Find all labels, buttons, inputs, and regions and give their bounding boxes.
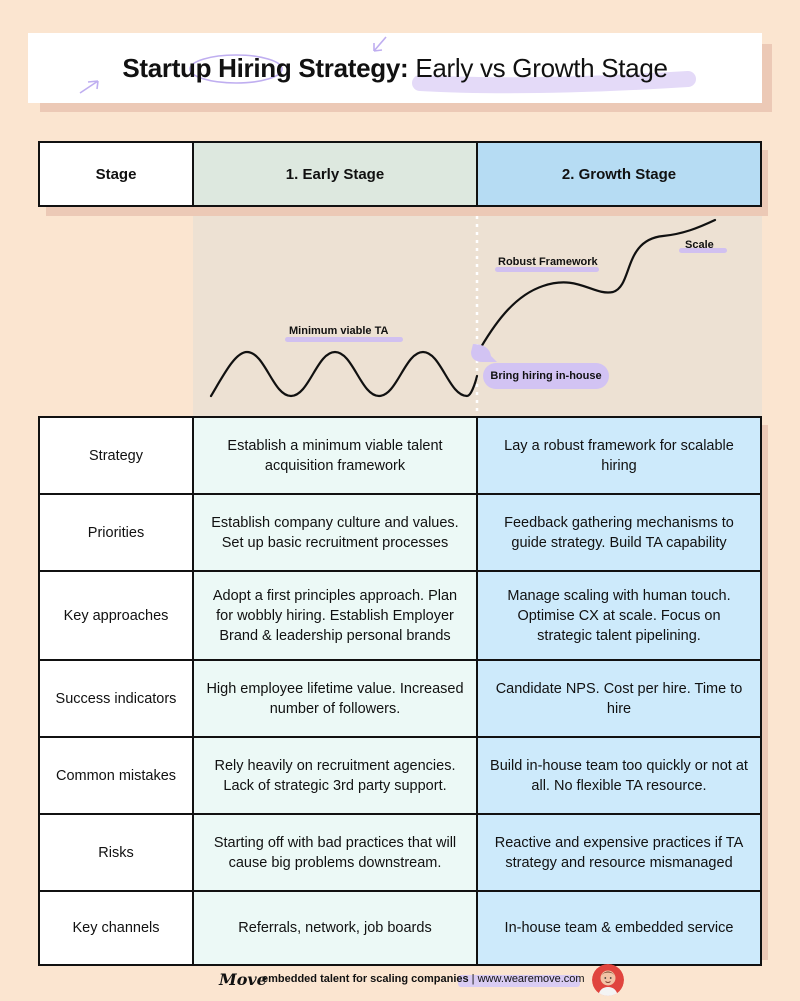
- growth-curve-illustration: Minimum viable TA Robust Framework Scale…: [193, 216, 762, 416]
- row-label: Common mistakes: [40, 738, 194, 813]
- table-row: Strategy Establish a minimum viable tale…: [40, 418, 760, 495]
- row-label: Key channels: [40, 892, 194, 964]
- tagline-text: embedded talent for scaling companies: [262, 973, 469, 985]
- growth-cell: Lay a robust framework for scalable hiri…: [478, 418, 760, 493]
- table-row: Risks Starting off with bad practices th…: [40, 815, 760, 892]
- growth-line: [475, 218, 717, 356]
- footer-tagline: embedded talent for scaling companies | …: [262, 973, 585, 985]
- early-cell: Rely heavily on recruitment agencies. La…: [194, 738, 478, 813]
- title-decoration: [79, 36, 696, 94]
- row-label: Risks: [40, 815, 194, 890]
- early-cell: Establish company culture and values. Se…: [194, 495, 478, 570]
- robust-highlight: [495, 267, 599, 272]
- comparison-table: Strategy Establish a minimum viable tale…: [38, 416, 762, 966]
- header-stage: Stage: [40, 143, 194, 205]
- row-label: Strategy: [40, 418, 194, 493]
- row-label: Priorities: [40, 495, 194, 570]
- table-row: Key approaches Adopt a first principles …: [40, 572, 760, 661]
- wave-line: [209, 350, 479, 398]
- early-cell: Establish a minimum viable talent acquis…: [194, 418, 478, 493]
- label-scale: Scale: [685, 239, 714, 251]
- early-cell: Adopt a first principles approach. Plan …: [194, 572, 478, 659]
- header-growth-stage: 2. Growth Stage: [478, 143, 760, 205]
- growth-cell: Candidate NPS. Cost per hire. Time to hi…: [478, 661, 760, 736]
- early-cell: Starting off with bad practices that wil…: [194, 815, 478, 890]
- growth-cell: Manage scaling with human touch. Optimis…: [478, 572, 760, 659]
- table-row: Key channels Referrals, network, job boa…: [40, 892, 760, 964]
- move-logo: Move: [219, 970, 267, 989]
- growth-cell: In-house team & embedded service: [478, 892, 760, 964]
- growth-cell: Reactive and expensive practices if TA s…: [478, 815, 760, 890]
- footer: Move embedded talent for scaling compani…: [0, 960, 800, 1001]
- table-row: Priorities Establish company culture and…: [40, 495, 760, 572]
- person-avatar-icon: [592, 964, 624, 996]
- website-link[interactable]: www.wearemove.com: [477, 973, 585, 985]
- row-label: Success indicators: [40, 661, 194, 736]
- title-bold-part: Startup Hiring Strategy:: [122, 52, 409, 83]
- table-row: Success indicators High employee lifetim…: [40, 661, 760, 738]
- row-label: Key approaches: [40, 572, 194, 659]
- growth-cell: Build in-house team too quickly or not a…: [478, 738, 760, 813]
- tagline-separator: |: [468, 973, 478, 985]
- title-light-part: Early vs Growth Stage: [415, 52, 668, 83]
- title-card: Startup Hiring Strategy: Early vs Growth…: [28, 33, 762, 103]
- header-early-stage: 1. Early Stage: [194, 143, 478, 205]
- bring-hiring-in-house-badge: Bring hiring in-house: [483, 363, 609, 389]
- scale-highlight: [679, 248, 727, 253]
- growth-curve-svg: [209, 216, 717, 416]
- page-title: Startup Hiring Strategy: Early vs Growth…: [122, 52, 668, 84]
- early-cell: Referrals, network, job boards: [194, 892, 478, 964]
- avatar: [592, 964, 624, 996]
- label-min-viable: Minimum viable TA: [289, 325, 389, 337]
- early-cell: High employee lifetime value. Increased …: [194, 661, 478, 736]
- growth-cell: Feedback gathering mechanisms to guide s…: [478, 495, 760, 570]
- min-viable-highlight: [285, 337, 403, 342]
- label-robust-framework: Robust Framework: [498, 256, 598, 268]
- handover-marker: [471, 344, 497, 362]
- table-row: Common mistakes Rely heavily on recruitm…: [40, 738, 760, 815]
- table-header-row: Stage 1. Early Stage 2. Growth Stage: [38, 141, 762, 207]
